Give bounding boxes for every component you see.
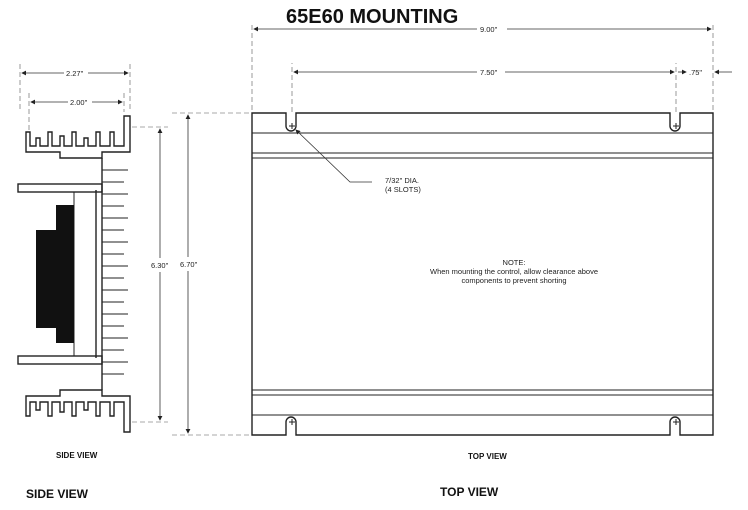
bottom-heatsink-profile (25, 389, 131, 433)
side-outer-width-label: 2.27" (66, 69, 84, 78)
top-view: 9.00" 7.50" .75" 7/32" DIA. (4 SLOTS) NO… (251, 22, 732, 461)
top-view-outline (251, 112, 714, 436)
inner-frame (73, 191, 97, 357)
note-heading: NOTE: (503, 258, 526, 267)
side-inner-width-label: 2.00" (70, 98, 88, 107)
side-view: 2.27" 2.00" 6.30" 6.70" (17, 64, 250, 460)
slot-callout-line1: 7/32" DIA. (385, 176, 419, 185)
overall-height-label: 6.70" (180, 260, 198, 269)
component-block-1 (56, 205, 74, 343)
slot-marks (289, 123, 679, 425)
side-view-caption-small: SIDE VIEW (56, 451, 98, 460)
top-heatsink-profile (25, 115, 131, 159)
top-plate (17, 183, 103, 193)
side-fins (102, 169, 128, 375)
component-block-2 (36, 230, 60, 328)
slot-height-label: 6.30" (151, 261, 169, 270)
drawing-title: 65E60 MOUNTING (286, 6, 458, 28)
overall-width-label: 9.00" (480, 25, 498, 34)
edge-offset-label: .75" (689, 68, 702, 77)
slot-callout-leader (295, 129, 372, 183)
slot-spacing-label: 7.50" (480, 68, 498, 77)
note-line2: components to prevent shorting (461, 276, 566, 285)
side-view-caption-large: SIDE VIEW (26, 487, 89, 501)
bottom-plate (17, 355, 103, 365)
top-view-caption-large: TOP VIEW (440, 485, 499, 499)
note-line1: When mounting the control, allow clearan… (430, 267, 598, 276)
top-view-caption-small: TOP VIEW (468, 452, 507, 461)
slot-callout-line2: (4 SLOTS) (385, 185, 421, 194)
